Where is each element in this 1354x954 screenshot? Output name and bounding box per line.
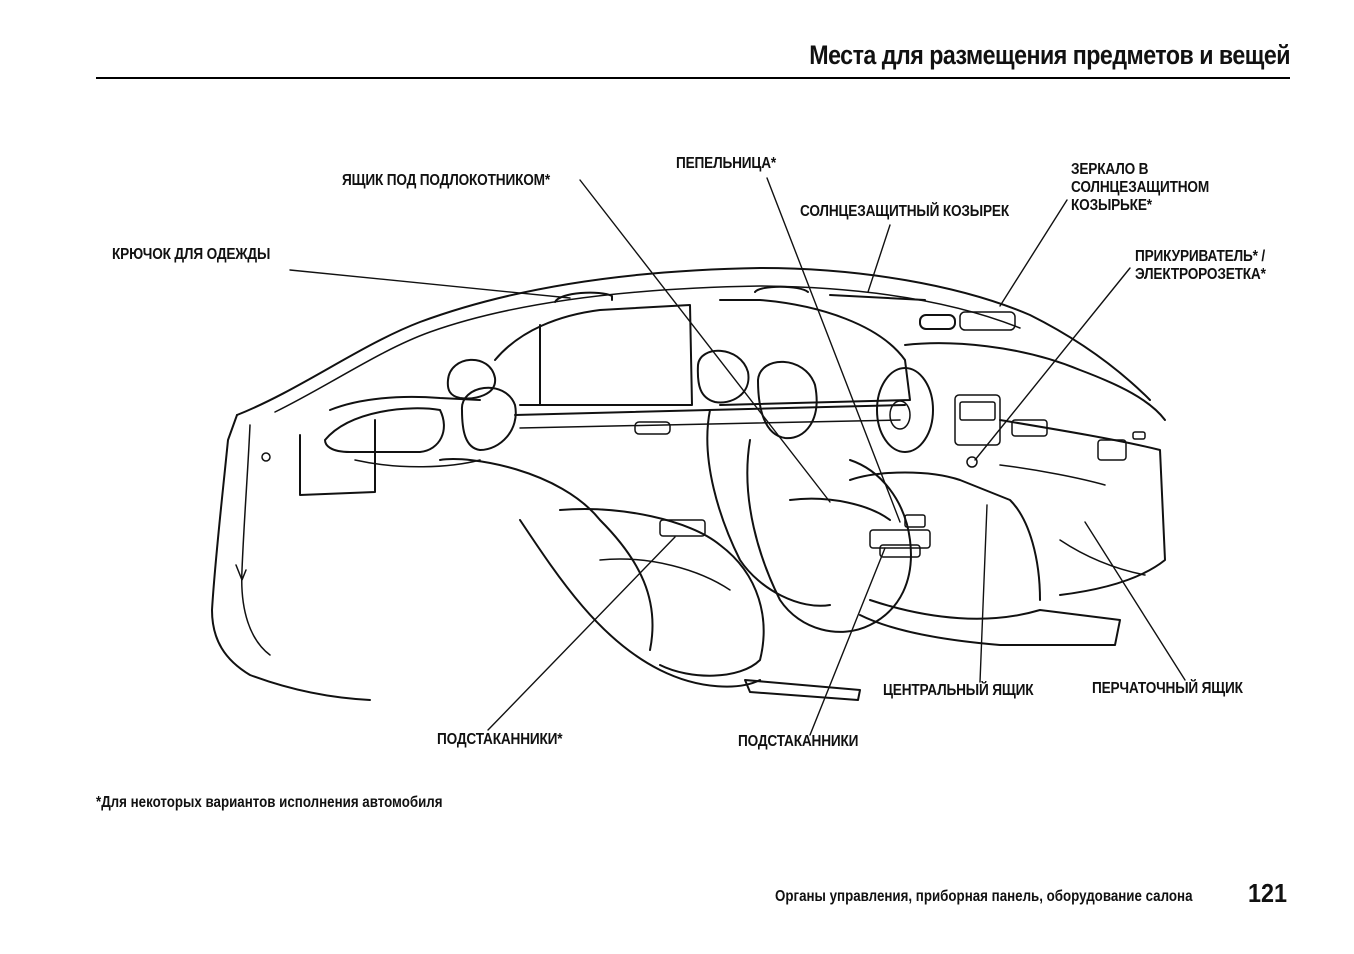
- sill: [744, 679, 861, 701]
- dashboard-face: [999, 419, 1166, 596]
- rear-door-frame: [329, 395, 481, 411]
- label-lighter: ПРИКУРИВАТЕЛЬ* / ЭЛЕКТРОРОЗЕТКА*: [1135, 248, 1266, 284]
- glove-box: [999, 464, 1106, 486]
- section-footer: Органы управления, приборная панель, обо…: [775, 888, 1193, 905]
- leader-front-cupholders: [809, 547, 886, 736]
- label-center-box: ЦЕНТРАЛЬНЫЙ ЯЩИК: [883, 682, 1034, 699]
- rear-armrest-cupholder: [659, 519, 706, 537]
- label-sun-visor: СОЛНЦЕЗАЩИТНЫЙ КОЗЫРЕК: [800, 203, 1009, 220]
- front-headrest-right: [757, 360, 818, 440]
- rear-headrest-right: [460, 386, 517, 451]
- steering-hub: [889, 400, 911, 430]
- label-armrest-box: ЯЩИК ПОД ПОДЛОКОТНИКОМ*: [342, 172, 550, 189]
- rear-seat-fold: [599, 558, 731, 591]
- leader-glove-box: [1084, 521, 1186, 681]
- steering-wheel: [876, 367, 934, 453]
- leader-center-box: [979, 504, 988, 683]
- radio: [959, 401, 996, 421]
- grab-handle-front: [754, 285, 809, 293]
- title-rule: [96, 77, 1290, 79]
- leader-lighter: [974, 267, 1131, 461]
- leader-vanity-mirror: [999, 199, 1068, 307]
- front-cupholders: [879, 544, 921, 558]
- leader-ashtray: [766, 177, 901, 523]
- front-seat-right: [746, 439, 912, 633]
- rear-view-mirror: [919, 314, 956, 330]
- label-lighter-line1: ПРИКУРИВАТЕЛЬ* /: [1135, 248, 1265, 265]
- door-rail: [519, 419, 901, 429]
- label-glove-box: ПЕРЧАТОЧНЫЙ ЯЩИК: [1092, 680, 1243, 697]
- rear-pillar: [299, 419, 376, 496]
- leader-sun-visor: [867, 224, 891, 293]
- center-box-lid: [869, 529, 931, 549]
- center-stack: [954, 394, 1001, 446]
- label-ashtray: ПЕПЕЛЬНИЦА*: [676, 155, 777, 172]
- leader-rear-cupholders: [487, 536, 676, 731]
- front-window: [719, 299, 911, 406]
- label-vanity-mirror-line2: СОЛНЦЕЗАЩИТНОМ: [1071, 179, 1210, 196]
- rear-body: [211, 414, 371, 701]
- label-front-cupholders: ПОДСТАКАННИКИ: [738, 733, 859, 750]
- roof-outline: [236, 267, 1151, 416]
- front-seat-cushion: [789, 497, 891, 521]
- dash-small-vent: [1132, 431, 1146, 440]
- left-air-vent: [1011, 419, 1048, 437]
- page-title: Места для размещения предметов и вещей: [809, 40, 1290, 70]
- door-handle: [634, 421, 671, 435]
- rear-bolt: [261, 452, 271, 462]
- front-floor: [859, 599, 1121, 646]
- label-vanity-mirror-line3: КОЗЫРЬКЕ*: [1071, 197, 1152, 214]
- leader-coat-hook: [289, 269, 571, 299]
- rear-door-armrest: [324, 407, 445, 453]
- label-rear-cupholders: ПОДСТАКАННИКИ*: [437, 731, 563, 748]
- rear-panel: [241, 424, 271, 656]
- rear-window: [494, 304, 693, 406]
- grab-handle-rear: [554, 291, 613, 303]
- right-air-vent: [1097, 439, 1127, 461]
- front-seat-left: [706, 409, 831, 607]
- label-vanity-mirror: ЗЕРКАЛО В СОЛНЦЕЗАЩИТНОМ КОЗЫРЬКЕ*: [1071, 161, 1209, 215]
- page-number: 121: [1248, 878, 1288, 908]
- rear-handle: [235, 564, 247, 581]
- label-vanity-mirror-line1: ЗЕРКАЛО В: [1071, 161, 1149, 178]
- sun-visor: [829, 294, 926, 301]
- vanity-mirror: [959, 311, 1016, 331]
- leader-armrest-box: [579, 179, 831, 503]
- lighter-socket: [966, 456, 978, 468]
- footnote: *Для некоторых вариантов исполнения авто…: [96, 794, 443, 811]
- lower-dash: [1059, 539, 1146, 576]
- front-headrest-left: [696, 349, 750, 404]
- center-console: [849, 471, 1041, 601]
- label-lighter-line2: ЭЛЕКТРОРОЗЕТКА*: [1135, 266, 1266, 283]
- dashboard-top: [904, 342, 1166, 421]
- rear-door-pocket: [354, 459, 481, 468]
- rear-floor: [519, 519, 761, 688]
- rear-seatback: [439, 458, 654, 651]
- rear-seat-cushion: [559, 508, 765, 677]
- ashtray: [904, 514, 926, 528]
- rear-headrest-left: [446, 358, 497, 400]
- label-coat-hook: КРЮЧОК ДЛЯ ОДЕЖДЫ: [112, 246, 271, 263]
